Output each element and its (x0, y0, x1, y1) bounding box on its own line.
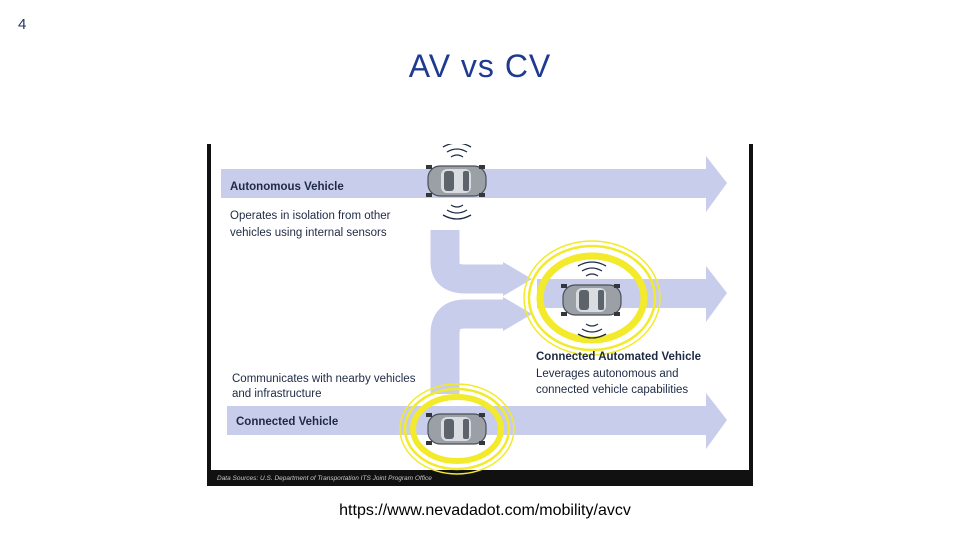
source-url[interactable]: https://www.nevadadot.com/mobility/avcv (339, 502, 631, 519)
cav-desc-line2: connected vehicle capabilities (536, 384, 688, 396)
data-source-credit: Data Sources: U.S. Department of Transpo… (217, 475, 432, 482)
cav-title: Connected Automated Vehicle (536, 351, 701, 363)
cav-signal-rings (523, 240, 661, 356)
av-cv-diagram: Autonomous Vehicle Operates in isolation… (207, 144, 753, 486)
av-desc-line2: vehicles using internal sensors (230, 227, 387, 239)
cv-signal-rings (399, 383, 515, 475)
cv-title: Connected Vehicle (236, 416, 338, 428)
merge-arrow-upper (430, 230, 532, 296)
av-title: Autonomous Vehicle (230, 181, 344, 193)
slide-number: 4 (18, 16, 27, 33)
merge-arrow-lower (430, 297, 532, 394)
cv-car-icon (425, 412, 487, 446)
cv-desc-line2: and infrastructure (232, 388, 322, 400)
cav-desc-line1: Leverages autonomous and (536, 368, 679, 380)
cv-desc-line1: Communicates with nearby vehicles (232, 373, 416, 385)
slide-title: AV vs CV (408, 48, 552, 84)
av-desc-line1: Operates in isolation from other (230, 210, 391, 222)
